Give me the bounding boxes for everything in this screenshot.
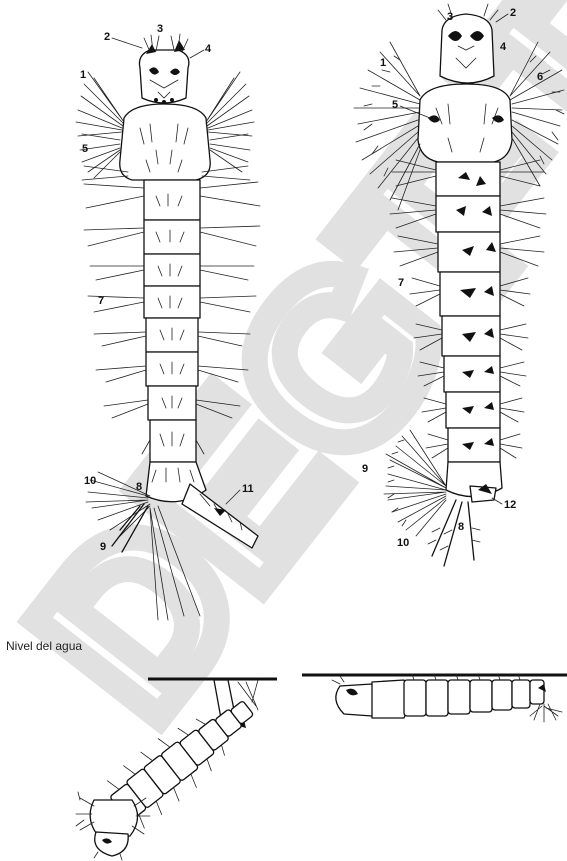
left-label-5: 5 (82, 143, 88, 155)
right-label-8: 8 (458, 521, 464, 533)
left-label-3: 3 (157, 23, 163, 35)
left-label-9: 10 (84, 475, 96, 487)
left-larva-head (139, 34, 188, 104)
parallel-larva-side-view (302, 674, 567, 722)
right-label-9: 9 (362, 463, 368, 475)
left-label-7: 7 (98, 295, 104, 307)
left-label-8: 8 (136, 481, 142, 493)
right-label-4: 4 (500, 41, 507, 53)
left-label-2: 2 (104, 31, 110, 43)
right-label-2: 2 (510, 7, 516, 19)
right-label-12: 12 (504, 499, 516, 511)
left-label-11: 11 (242, 483, 254, 495)
left-label-10: 9 (100, 541, 106, 553)
right-label-3: 3 (447, 11, 453, 23)
right-label-1: 1 (380, 57, 386, 69)
left-label-4: 4 (205, 43, 212, 55)
right-label-7: 7 (398, 277, 404, 289)
water-level-caption: Nivel del agua (6, 639, 82, 653)
right-label-6: 6 (537, 71, 543, 83)
right-label-10: 10 (397, 537, 409, 549)
left-label-1: 1 (80, 69, 86, 81)
right-label-5: 5 (392, 99, 398, 111)
